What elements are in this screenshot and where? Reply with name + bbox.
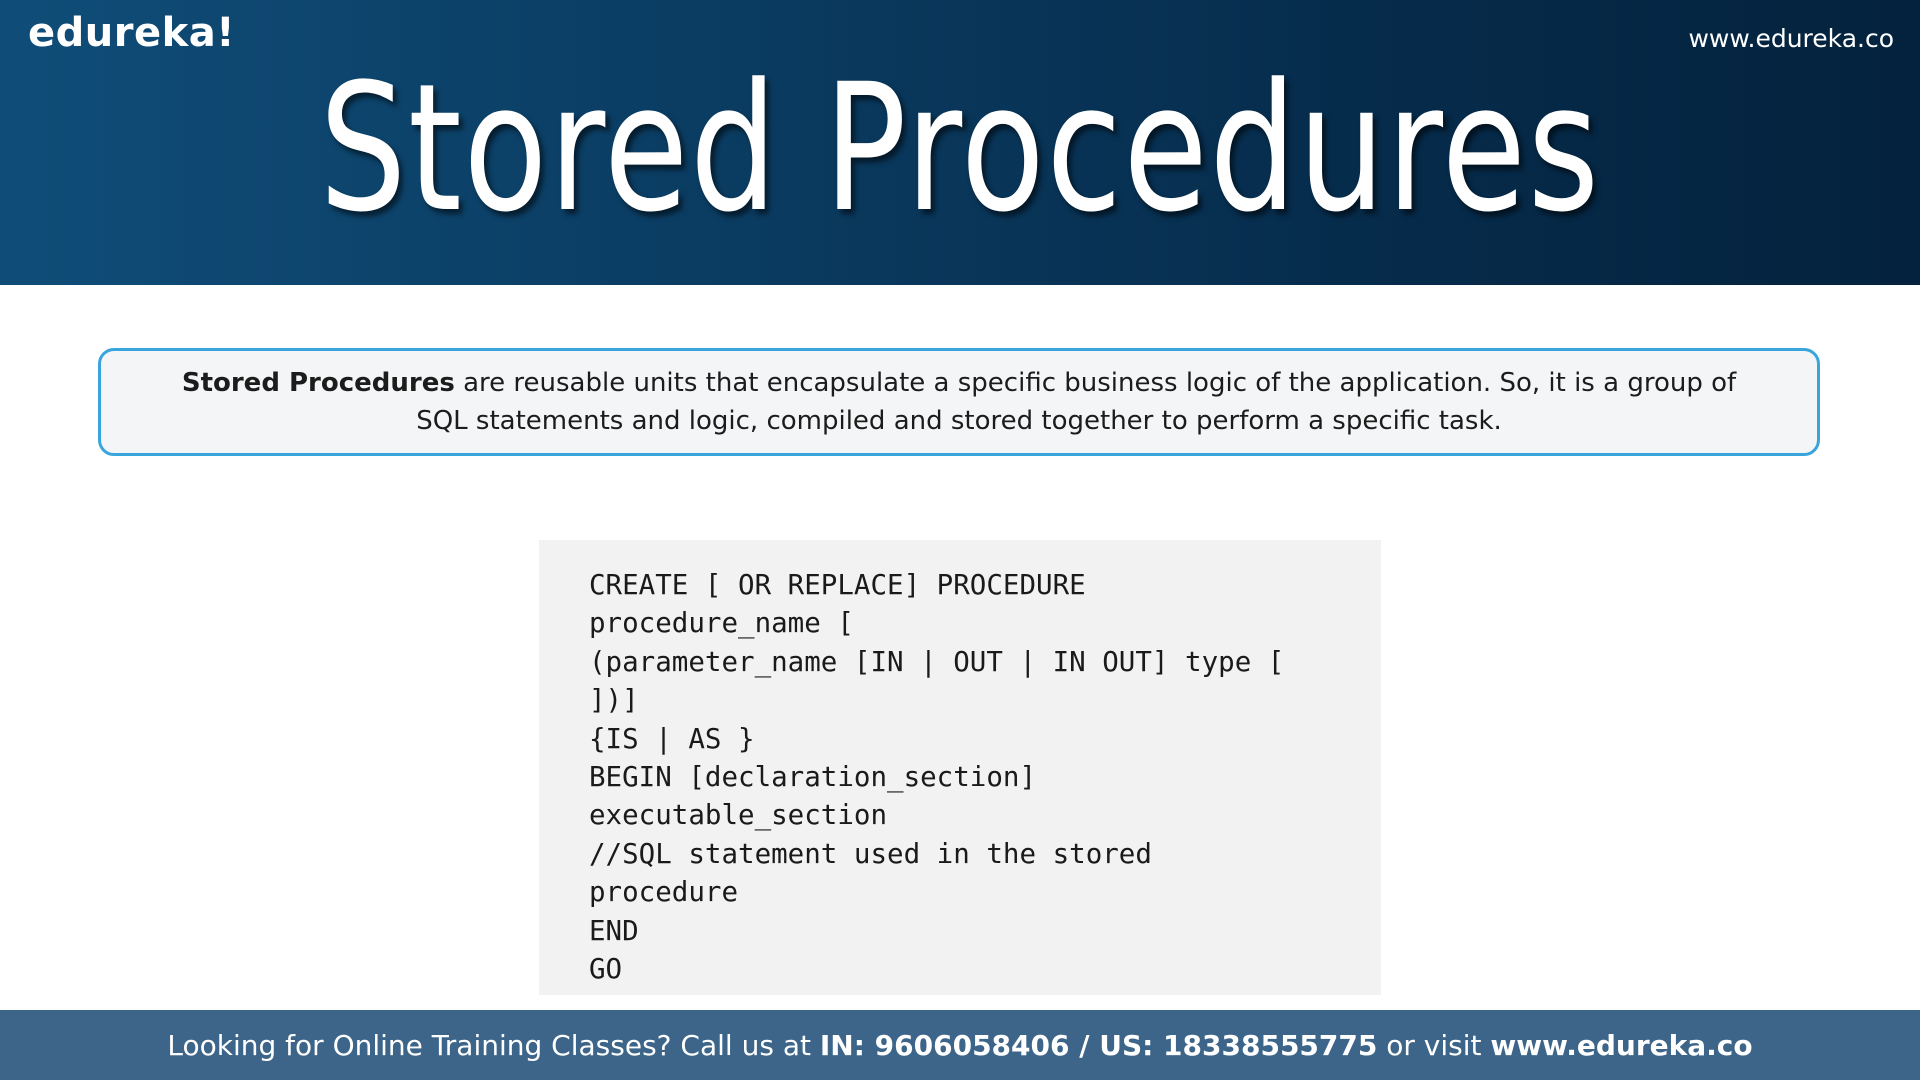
code-line: BEGIN [declaration_section] [589, 761, 1037, 794]
code-line: GO [589, 953, 623, 986]
code-line: executable_section [589, 799, 888, 832]
definition-text: Stored Procedures are reusable units tha… [161, 364, 1757, 440]
site-url: www.edureka.co [1688, 24, 1894, 53]
code-line: procedure_name [ [589, 607, 854, 640]
footer-banner: Looking for Online Training Classes? Cal… [0, 1010, 1920, 1080]
code-line: procedure [589, 876, 739, 909]
code-block: CREATE [ OR REPLACE] PROCEDURE procedure… [539, 540, 1381, 995]
header-banner: edureka! www.edureka.co Stored Procedure… [0, 0, 1920, 285]
edureka-logo: edureka! [28, 10, 235, 56]
definition-box: Stored Procedures are reusable units tha… [98, 348, 1820, 456]
definition-term: Stored Procedures [181, 368, 455, 398]
code-line: ])] [589, 684, 639, 717]
code-line: END [589, 914, 639, 947]
footer-middle: or visit [1377, 1028, 1491, 1062]
footer-url: www.edureka.co [1490, 1028, 1753, 1062]
code-line: {IS | AS } [589, 722, 755, 755]
code-line: CREATE [ OR REPLACE] PROCEDURE [589, 569, 1086, 601]
footer-prefix: Looking for Online Training Classes? Cal… [167, 1028, 820, 1062]
footer-phones: IN: 9606058406 / US: 18338555775 [819, 1028, 1378, 1062]
definition-body: are reusable units that encapsulate a sp… [416, 368, 1737, 436]
code-line: //SQL statement used in the stored [589, 837, 1152, 870]
page-title: Stored Procedures [319, 46, 1601, 251]
code-line: (parameter_name [IN | OUT | IN OUT] type… [589, 645, 1285, 678]
